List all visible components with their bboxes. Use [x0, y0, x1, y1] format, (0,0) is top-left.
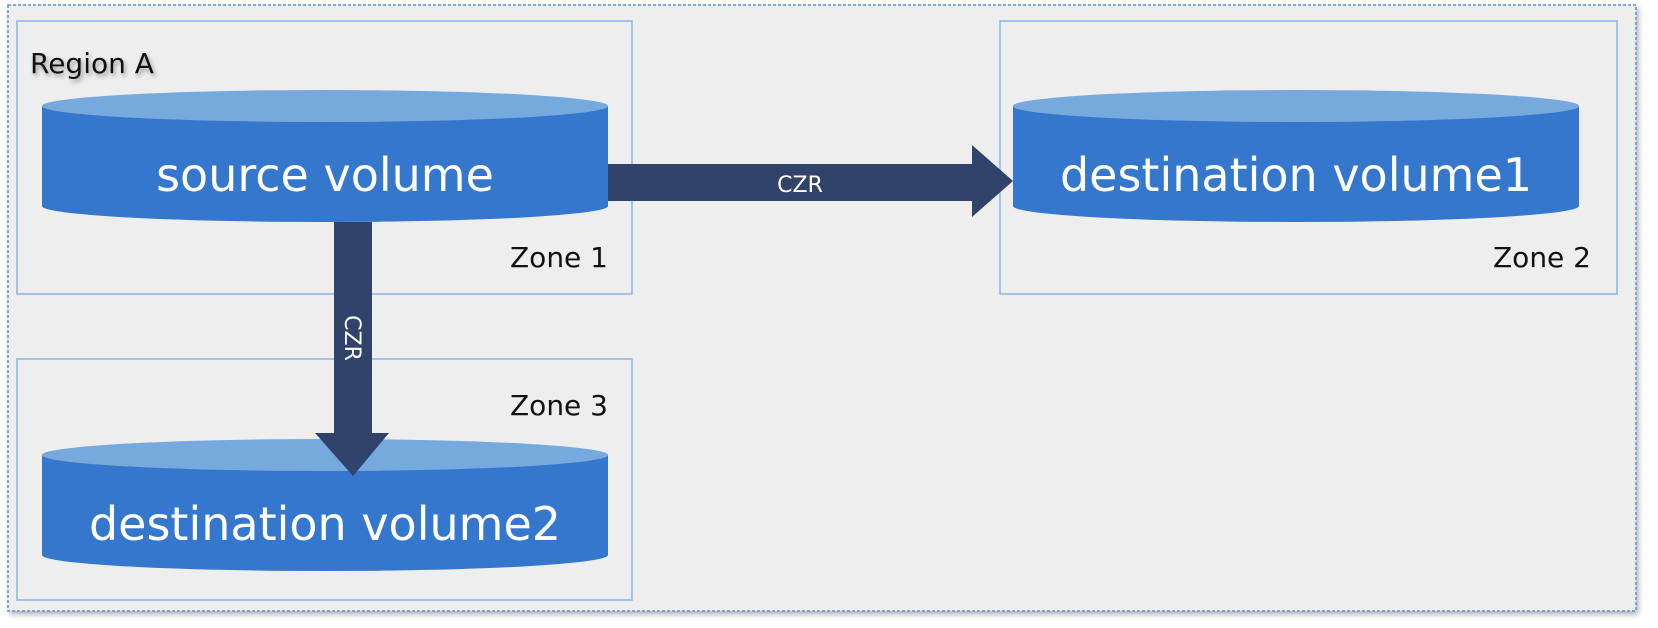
- source-volume-label: source volume: [156, 148, 494, 202]
- zone-3-box: [16, 358, 633, 601]
- czr-arrow-to-destination1: CZR: [608, 145, 1013, 217]
- destination-volume2-cylinder: destination volume2: [42, 439, 608, 571]
- czr-label-vertical: CZR: [339, 315, 364, 361]
- destination-volume1-cylinder: destination volume1: [1013, 90, 1579, 222]
- source-volume-cylinder: source volume: [42, 90, 608, 222]
- zone-2-box: [999, 20, 1618, 295]
- czr-arrow-to-destination2: CZR: [315, 222, 389, 476]
- destination-volume2-label: destination volume2: [89, 497, 561, 551]
- czr-label-horizontal: CZR: [777, 173, 823, 198]
- zone-1-label: Zone 1: [510, 241, 608, 274]
- zone-1-box: [16, 20, 633, 295]
- zone-3-label: Zone 3: [510, 389, 608, 422]
- zone-2-label: Zone 2: [1493, 241, 1591, 274]
- destination-volume1-label: destination volume1: [1060, 148, 1532, 202]
- region-label: Region A: [30, 47, 154, 80]
